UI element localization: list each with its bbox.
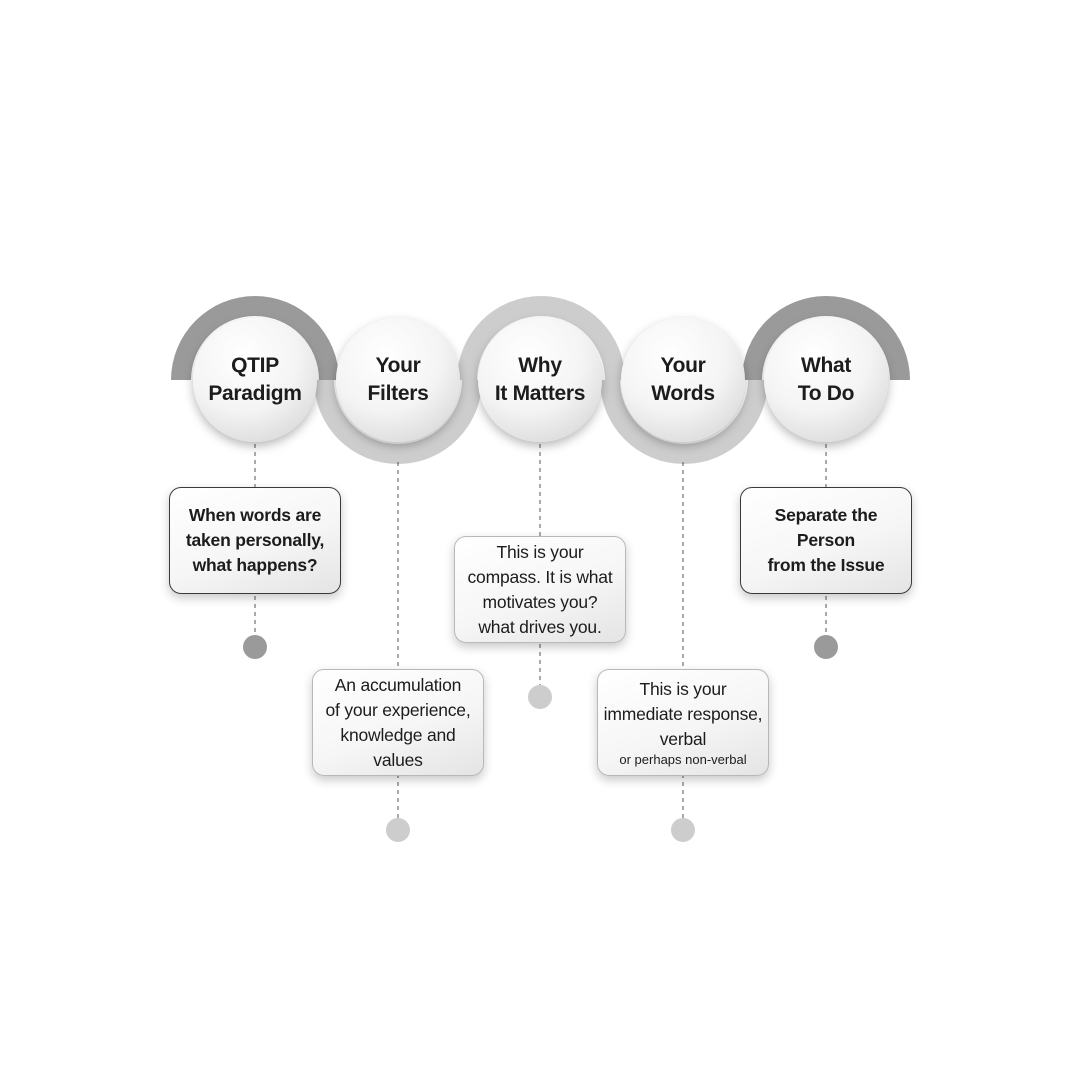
step-title-your-words: Your Words xyxy=(651,354,715,405)
dot-2 xyxy=(386,818,410,842)
description-text: When words are taken personally, what ha… xyxy=(185,505,325,575)
description-card-your-words: This is your immediate response, verbal … xyxy=(597,669,769,776)
arc-4 xyxy=(600,380,768,464)
arc-1 xyxy=(171,296,339,380)
description-note: or perhaps non-verbal xyxy=(619,752,747,767)
description-card-what-to-do: Separate the Person from the Issue xyxy=(740,487,912,594)
step-title-your-filters: Your Filters xyxy=(367,354,429,405)
dot-5 xyxy=(814,635,838,659)
dot-3 xyxy=(528,685,552,709)
description-text: An accumulation of your experience, know… xyxy=(325,674,471,770)
dot-1 xyxy=(243,635,267,659)
description-text: This is your compass. It is what motivat… xyxy=(467,541,613,637)
description-text: This is your immediate response, verbal xyxy=(603,679,763,749)
arc-3 xyxy=(457,296,625,380)
step-circle-5 xyxy=(764,318,888,442)
step-title-what-to-do: What To Do xyxy=(797,354,855,405)
step-circle-1 xyxy=(193,318,317,442)
arc-5 xyxy=(742,296,910,380)
dot-4 xyxy=(671,818,695,842)
description-text: Separate the Person from the Issue xyxy=(767,505,885,575)
arc-2 xyxy=(314,380,482,464)
description-card-your-filters: An accumulation of your experience, know… xyxy=(312,669,484,776)
step-circle-2 xyxy=(336,318,460,442)
description-card-qtip-paradigm: When words are taken personally, what ha… xyxy=(169,487,341,594)
step-circle-3 xyxy=(478,318,602,442)
step-circle-4 xyxy=(621,318,745,442)
step-title-qtip-paradigm: QTIP Paradigm xyxy=(208,354,302,405)
description-card-why-it-matters: This is your compass. It is what motivat… xyxy=(454,536,626,643)
step-title-why-it-matters: Why It Matters xyxy=(494,354,586,405)
